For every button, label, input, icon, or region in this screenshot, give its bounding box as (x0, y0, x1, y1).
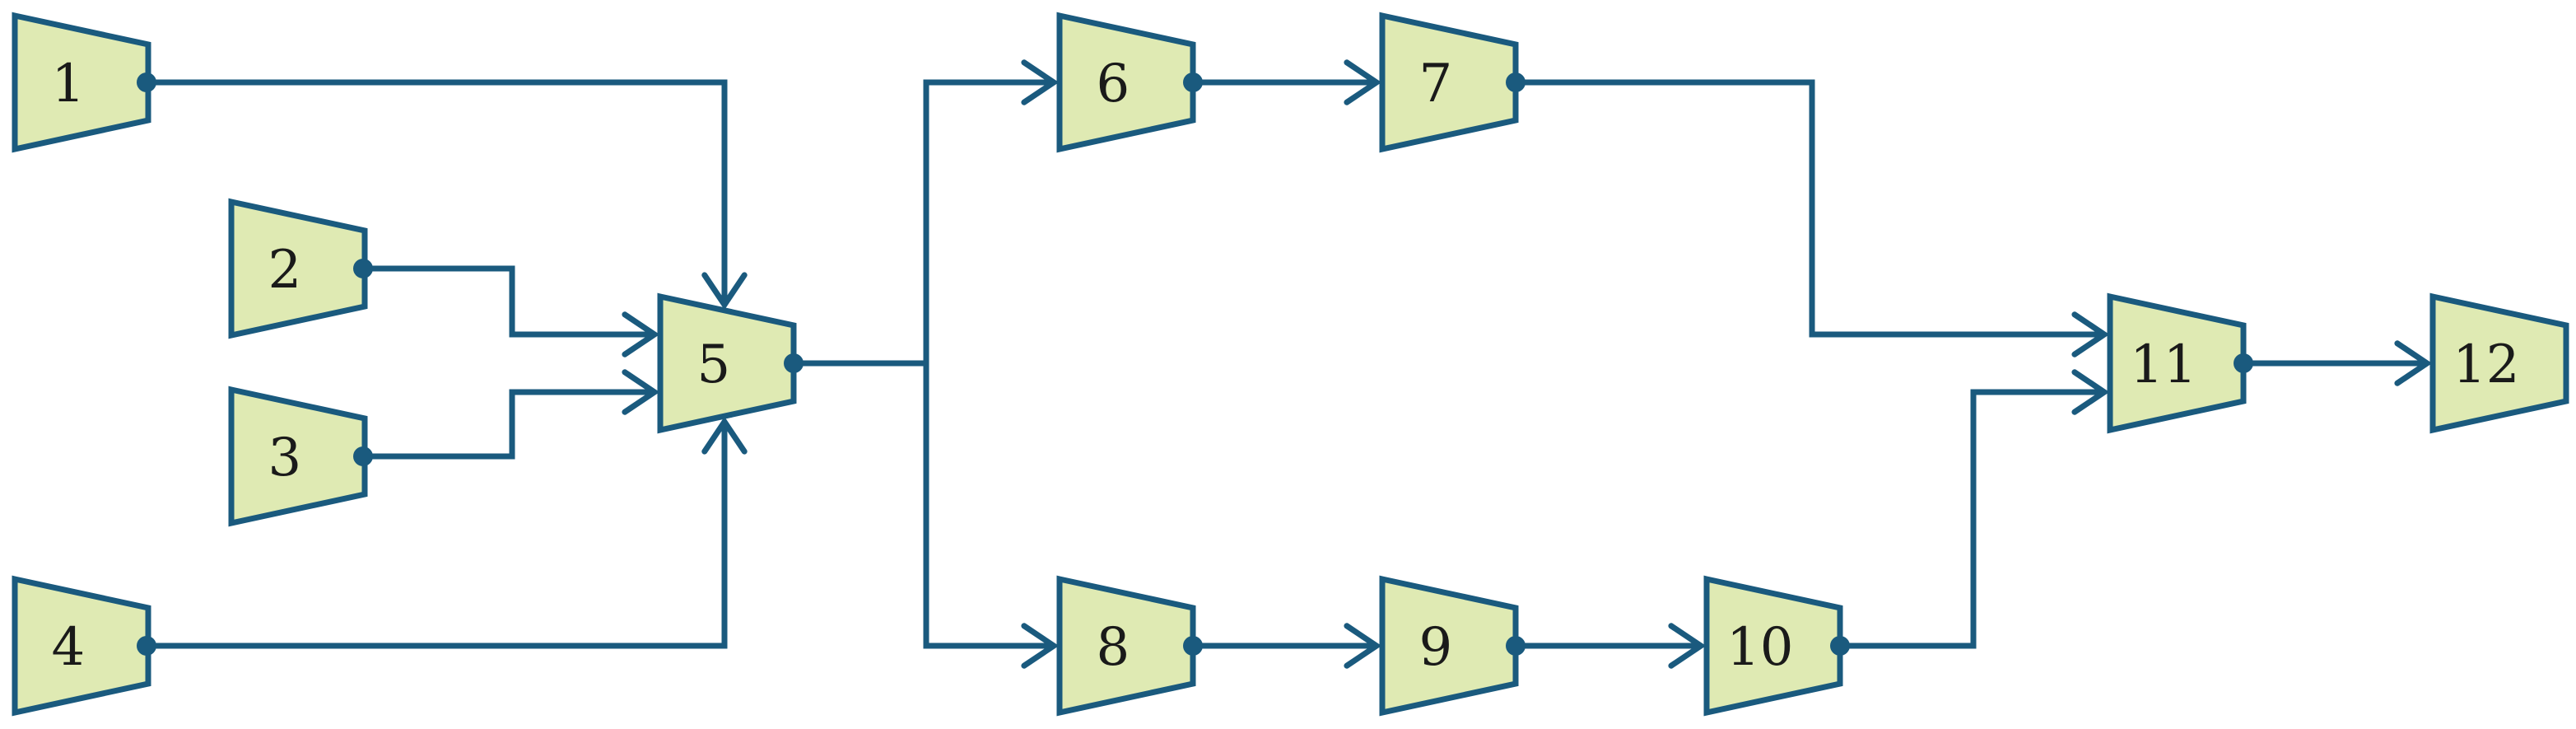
node-7: 7 (1379, 12, 1526, 153)
node-10: 10 (1703, 575, 1850, 717)
edges-layer (147, 59, 2433, 669)
node-label: 9 (1418, 617, 1452, 678)
arrowhead (701, 272, 748, 311)
node-9: 9 (1379, 575, 1526, 717)
edge-line (363, 265, 654, 338)
arrowhead (701, 416, 748, 455)
edge-5-to-6 (794, 59, 1060, 367)
node-shape (12, 12, 151, 153)
edge-8-to-9 (1193, 623, 1382, 669)
node-shape (657, 292, 797, 434)
node-2: 2 (228, 198, 373, 339)
edge-6-to-7 (1193, 59, 1382, 105)
output-port-dot (137, 72, 156, 92)
node-label: 3 (268, 428, 301, 488)
node-shape (1379, 12, 1519, 153)
edge-line (923, 363, 1054, 649)
output-port-dot (1506, 72, 1526, 92)
arrowhead (1021, 59, 1060, 105)
node-12: 12 (2429, 292, 2569, 434)
node-label: 11 (2130, 334, 2196, 395)
node-shape (2107, 292, 2247, 434)
node-label: 8 (1096, 617, 1130, 678)
node-shape (1703, 575, 1843, 717)
edge-line (794, 79, 1054, 367)
edge-5-to-8 (923, 363, 1060, 669)
node-shape (1056, 12, 1196, 153)
arrowhead (2071, 369, 2110, 415)
arrowhead (1021, 623, 1060, 669)
node-11: 11 (2107, 292, 2253, 434)
node-shape (228, 386, 368, 527)
arrowhead (1344, 623, 1382, 669)
edge-10-to-11 (1840, 369, 2110, 649)
output-port-dot (137, 636, 156, 656)
node-label: 5 (696, 334, 730, 395)
node-label: 4 (51, 617, 85, 678)
node-1: 1 (12, 12, 156, 153)
node-label: 6 (1096, 54, 1130, 114)
edge-line (1840, 389, 2104, 649)
node-label: 1 (51, 54, 85, 114)
edge-2-to-5 (363, 265, 660, 357)
node-shape (1056, 575, 1196, 717)
node-label: 2 (268, 240, 301, 301)
edge-line (1516, 79, 2104, 338)
node-5: 5 (657, 292, 804, 434)
output-port-dot (1183, 72, 1203, 92)
edge-9-to-10 (1516, 623, 1707, 669)
edge-line (147, 79, 728, 305)
arrowhead (1344, 59, 1382, 105)
node-4: 4 (12, 575, 156, 717)
arrowhead (2071, 311, 2110, 357)
node-8: 8 (1056, 575, 1203, 717)
output-port-dot (353, 259, 373, 278)
edge-11-to-12 (2243, 340, 2433, 386)
node-shape (12, 575, 151, 717)
node-3: 3 (228, 386, 373, 527)
node-shape (2429, 292, 2569, 434)
edge-1-to-5 (147, 79, 748, 311)
output-port-dot (1830, 636, 1850, 656)
node-6: 6 (1056, 12, 1203, 153)
edge-7-to-11 (1516, 79, 2110, 357)
edge-3-to-5 (363, 369, 660, 460)
node-shape (1379, 575, 1519, 717)
node-shape (228, 198, 368, 339)
edge-line (147, 422, 728, 649)
output-port-dot (1183, 636, 1203, 656)
arrowhead (622, 311, 660, 357)
arrowhead (2394, 340, 2433, 386)
output-port-dot (1506, 636, 1526, 656)
output-port-dot (784, 353, 804, 373)
arrowhead (1668, 623, 1707, 669)
arrowhead (622, 369, 660, 415)
node-label: 7 (1418, 54, 1452, 114)
node-label: 10 (1726, 617, 1793, 678)
output-port-dot (2234, 353, 2253, 373)
edge-4-to-5 (147, 416, 748, 649)
edge-line (363, 389, 654, 460)
output-port-dot (353, 446, 373, 466)
node-label: 12 (2453, 334, 2519, 395)
